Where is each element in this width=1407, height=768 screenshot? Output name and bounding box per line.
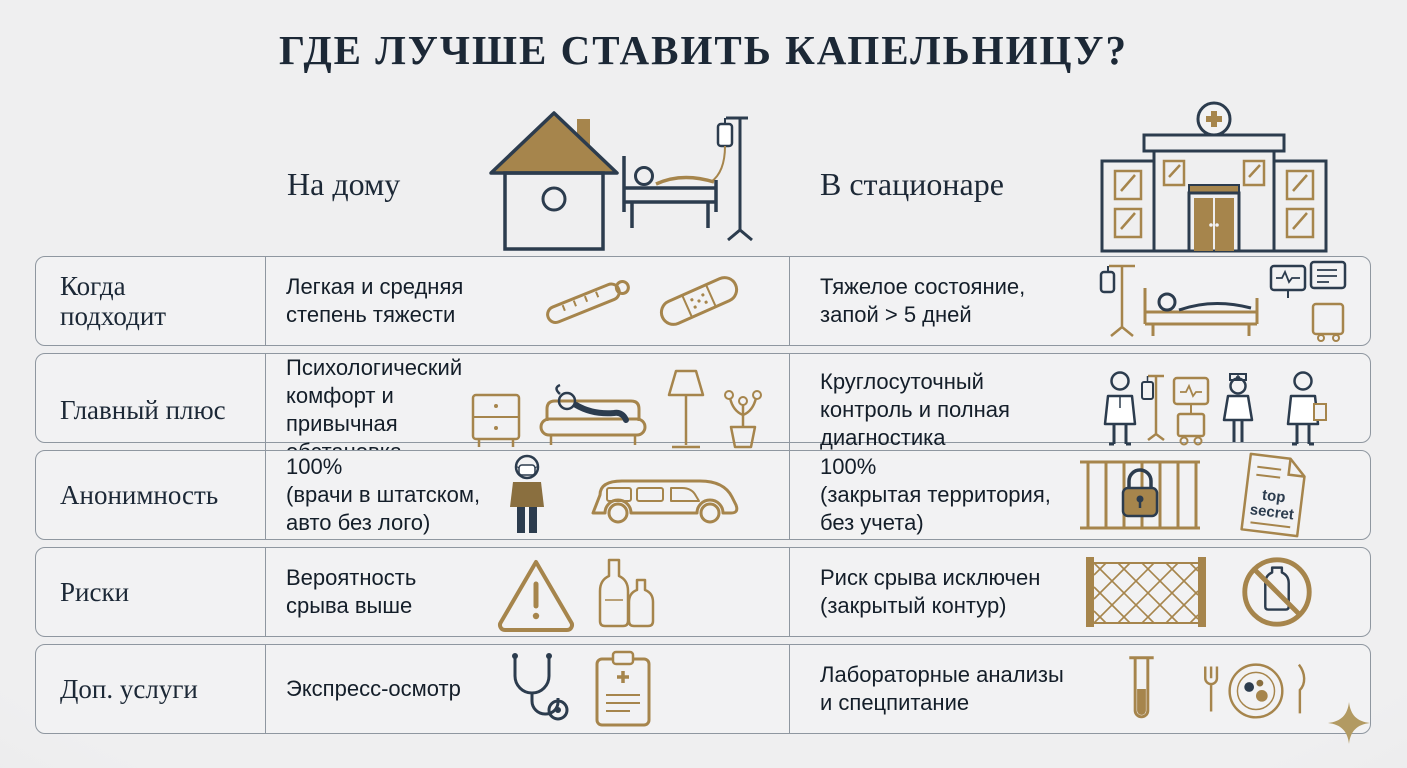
sparkle-icon xyxy=(1328,702,1370,744)
hospital-icons xyxy=(1082,551,1318,633)
home-text: Экспресс-осмотр xyxy=(286,675,461,701)
medical-staff-equipment-icon xyxy=(1103,371,1327,446)
home-text: Легкая и средняя степень тяжести xyxy=(286,273,464,327)
home-icons xyxy=(469,365,767,456)
house-icon xyxy=(489,111,619,251)
hospital-icons: top secret xyxy=(1076,451,1318,539)
row-label: Доп. услуги xyxy=(60,673,198,704)
thermometer-icon xyxy=(546,280,630,324)
table-row-main-plus: Главный плюс Психологический комфорт и п… xyxy=(35,353,1371,467)
van-icon xyxy=(591,479,739,524)
home-cell: Психологический комфорт и привычная обст… xyxy=(265,354,789,467)
home-icons xyxy=(499,453,749,537)
warning-triangle-icon xyxy=(498,560,574,632)
hospital-cell: Круглосуточный контроль и полная диагнос… xyxy=(789,354,1370,467)
home-text: 100% (врачи в штатском, авто без лого) xyxy=(286,453,481,536)
row-label: Риски xyxy=(60,576,130,607)
hospital-icons xyxy=(1124,648,1316,730)
hospital-cell: Риск срыва исключен (закрытый контур) xyxy=(789,548,1370,636)
gate-lock-icon xyxy=(1080,460,1200,530)
row-label: Когда подходит xyxy=(60,270,167,331)
home-icons xyxy=(537,272,745,330)
hospital-icons xyxy=(1093,260,1348,342)
table-row-when-suitable: Когда подходит Легкая и средняя степень … xyxy=(35,256,1371,346)
test-tube-icon xyxy=(1129,656,1154,719)
hospital-text: Круглосуточный контроль и полная диагнос… xyxy=(820,369,1010,451)
floor-lamp-icon xyxy=(667,369,705,449)
home-cell: 100% (врачи в штатском, авто без лого) xyxy=(265,451,789,539)
clipboard-icon xyxy=(595,650,651,727)
row-label: Анонимность xyxy=(60,479,219,510)
home-text: Вероятность срыва выше xyxy=(286,564,417,618)
hospital-cell: Тяжелое состояние, запой > 5 дней xyxy=(789,257,1370,345)
bottles-icon xyxy=(598,558,655,628)
icu-bed-monitors-icon xyxy=(1099,260,1347,342)
hospital-icons xyxy=(1098,368,1348,452)
column-header-home: На дому xyxy=(287,166,401,202)
sofa-person-icon xyxy=(539,383,647,445)
top-secret-text-line1: top xyxy=(1261,487,1286,507)
column-header-hospital: В стационаре xyxy=(820,166,1004,202)
table-row-risks: Риски Вероятность срыва выше xyxy=(35,547,1371,637)
hospital-text: Риск срыва исключен (закрытый контур) xyxy=(820,564,1041,618)
home-icons xyxy=(503,649,655,729)
row-label: Главный плюс xyxy=(60,395,226,426)
top-secret-document-icon: top secret xyxy=(1240,452,1306,538)
meal-icon xyxy=(1204,663,1306,719)
top-secret-text-line2: secret xyxy=(1249,501,1295,523)
plant-icon xyxy=(724,389,762,449)
masked-person-icon xyxy=(510,454,544,533)
home-cell: Вероятность срыва выше xyxy=(265,548,789,636)
table-row-anonymity: Анонимность 100% (врачи в штатском, авто… xyxy=(35,450,1371,540)
home-cell: Экспресс-осмотр xyxy=(265,645,789,733)
bandage-icon xyxy=(659,276,739,326)
hospital-cell: 100% (закрытая территория, без учета) xyxy=(789,451,1370,539)
fence-icon xyxy=(1086,557,1206,627)
table-row-extra-services: Доп. услуги Экспресс-осмотр xyxy=(35,644,1371,734)
patient-bed-iv-icon xyxy=(622,116,753,242)
home-cell: Легкая и средняя степень тяжести xyxy=(265,257,789,345)
hospital-cell: Лабораторные анализы и спецпитание xyxy=(789,645,1370,733)
page-title: ГДЕ ЛУЧШЕ СТАВИТЬ КАПЕЛЬНИЦУ? xyxy=(278,27,1129,73)
home-icons xyxy=(493,552,663,632)
brand-logo xyxy=(1326,700,1372,751)
comparison-table: Когда подходит Легкая и средняя степень … xyxy=(35,256,1371,734)
nightstand-icon xyxy=(471,393,521,447)
hospital-text: Тяжелое состояние, запой > 5 дней xyxy=(820,273,1026,327)
hospital-building-icon xyxy=(1100,101,1328,253)
hospital-text: 100% (закрытая территория, без учета) xyxy=(820,453,1051,536)
no-alcohol-icon xyxy=(1242,557,1312,627)
stethoscope-icon xyxy=(512,653,569,721)
hospital-text: Лабораторные анализы и спецпитание xyxy=(820,661,1064,715)
